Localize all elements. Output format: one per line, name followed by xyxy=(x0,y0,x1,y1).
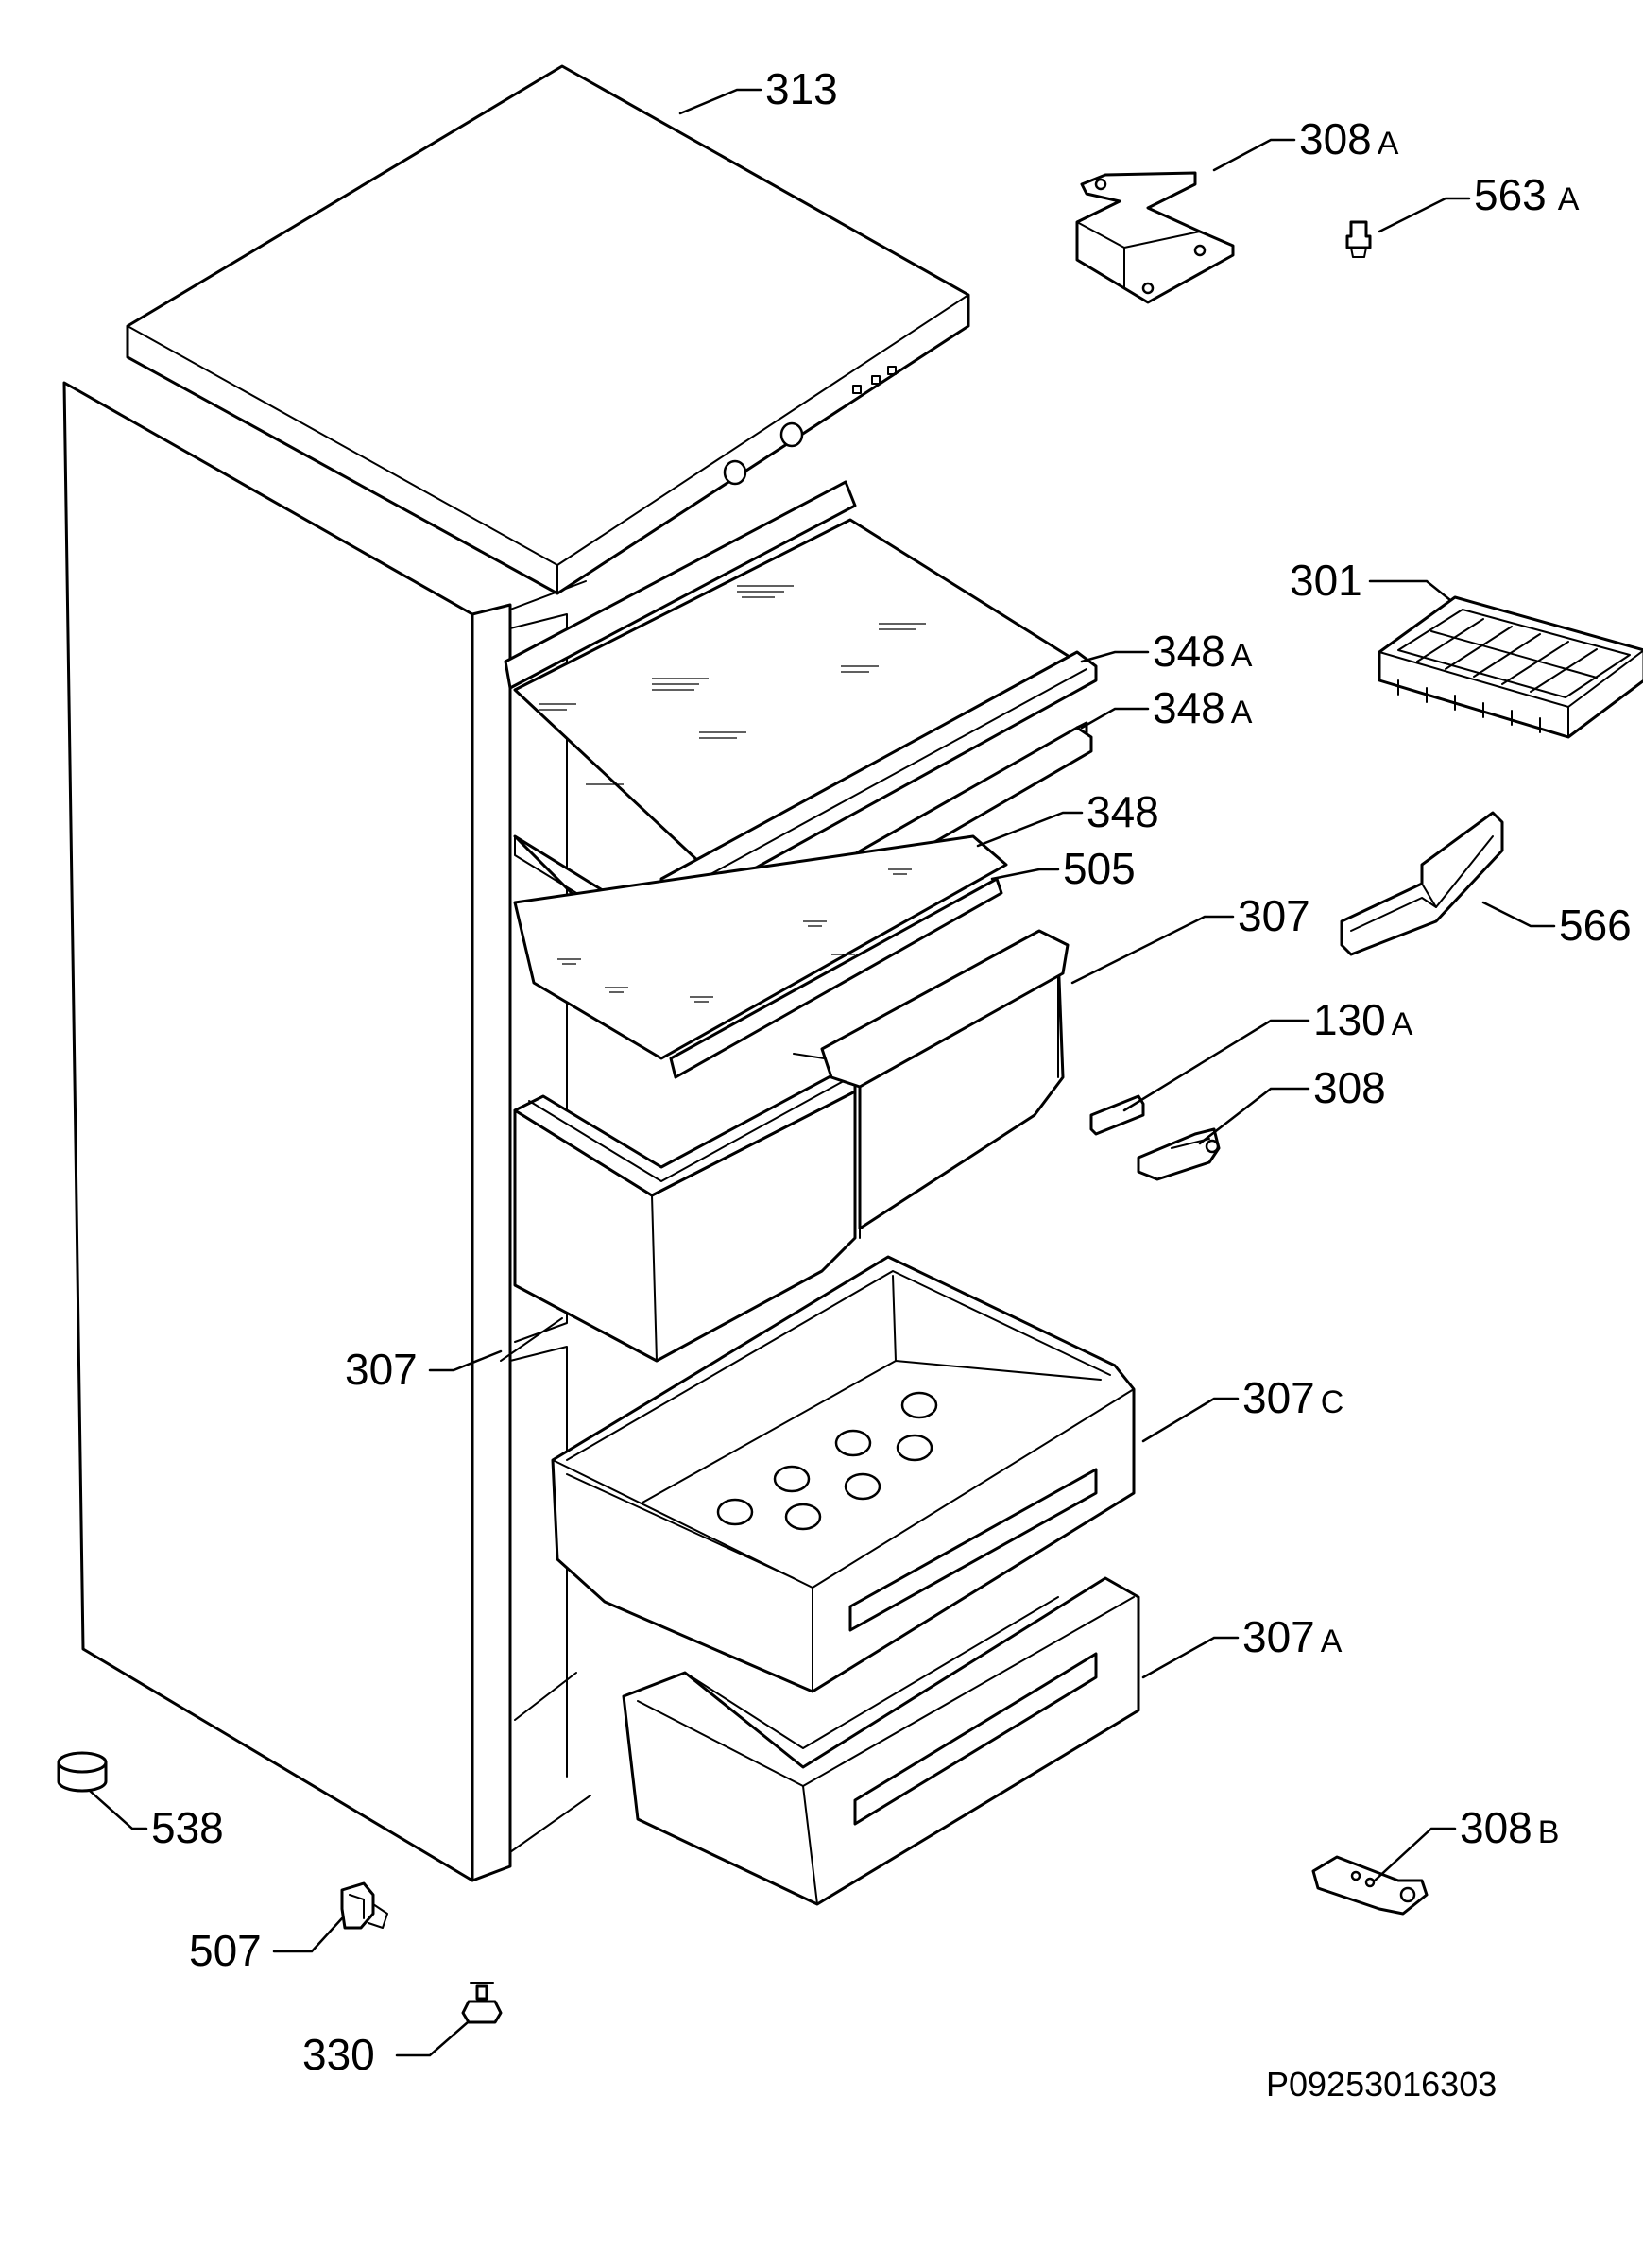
drawer-holes xyxy=(716,1391,938,1531)
callout-307-right: 307 xyxy=(1238,891,1310,940)
foot-538 xyxy=(57,1751,108,1793)
callout-566: 566 xyxy=(1559,901,1632,950)
ice-scraper xyxy=(1340,811,1504,956)
clip-507 xyxy=(340,1881,388,1930)
callout-507: 507 xyxy=(189,1926,262,1975)
ice-tray xyxy=(1378,595,1643,739)
hinge-bracket-308a xyxy=(1075,171,1235,304)
reference-code: P09253016303 xyxy=(1266,2065,1497,2104)
freezer-drawer-upper xyxy=(551,1255,1136,1693)
callout-301: 301 xyxy=(1290,556,1362,605)
callout-538: 538 xyxy=(151,1803,224,1852)
freezer-drawer-lower xyxy=(622,1576,1140,1906)
callout-505: 505 xyxy=(1063,844,1136,893)
callout-307-left: 307 xyxy=(345,1345,418,1394)
callout-313: 313 xyxy=(765,64,838,113)
callout-330: 330 xyxy=(302,2030,375,2079)
crisper-drawer-right xyxy=(820,929,1070,1239)
leader-lines xyxy=(88,88,1556,2057)
glass-shelf-upper xyxy=(504,480,1098,914)
bolt-563a xyxy=(1345,220,1372,258)
screw-330 xyxy=(461,1982,503,2024)
part-130a xyxy=(1089,1094,1145,1136)
callout-348: 348 xyxy=(1087,787,1159,836)
crisper-cover-shelf xyxy=(513,834,1008,1079)
hinge-308 xyxy=(1137,1127,1221,1181)
bracket-308b xyxy=(1311,1855,1429,1916)
top-cover xyxy=(126,64,970,595)
callout-308: 308 xyxy=(1313,1063,1386,1112)
crisper-drawer-left xyxy=(513,1053,857,1363)
cabinet-body xyxy=(62,381,591,1882)
